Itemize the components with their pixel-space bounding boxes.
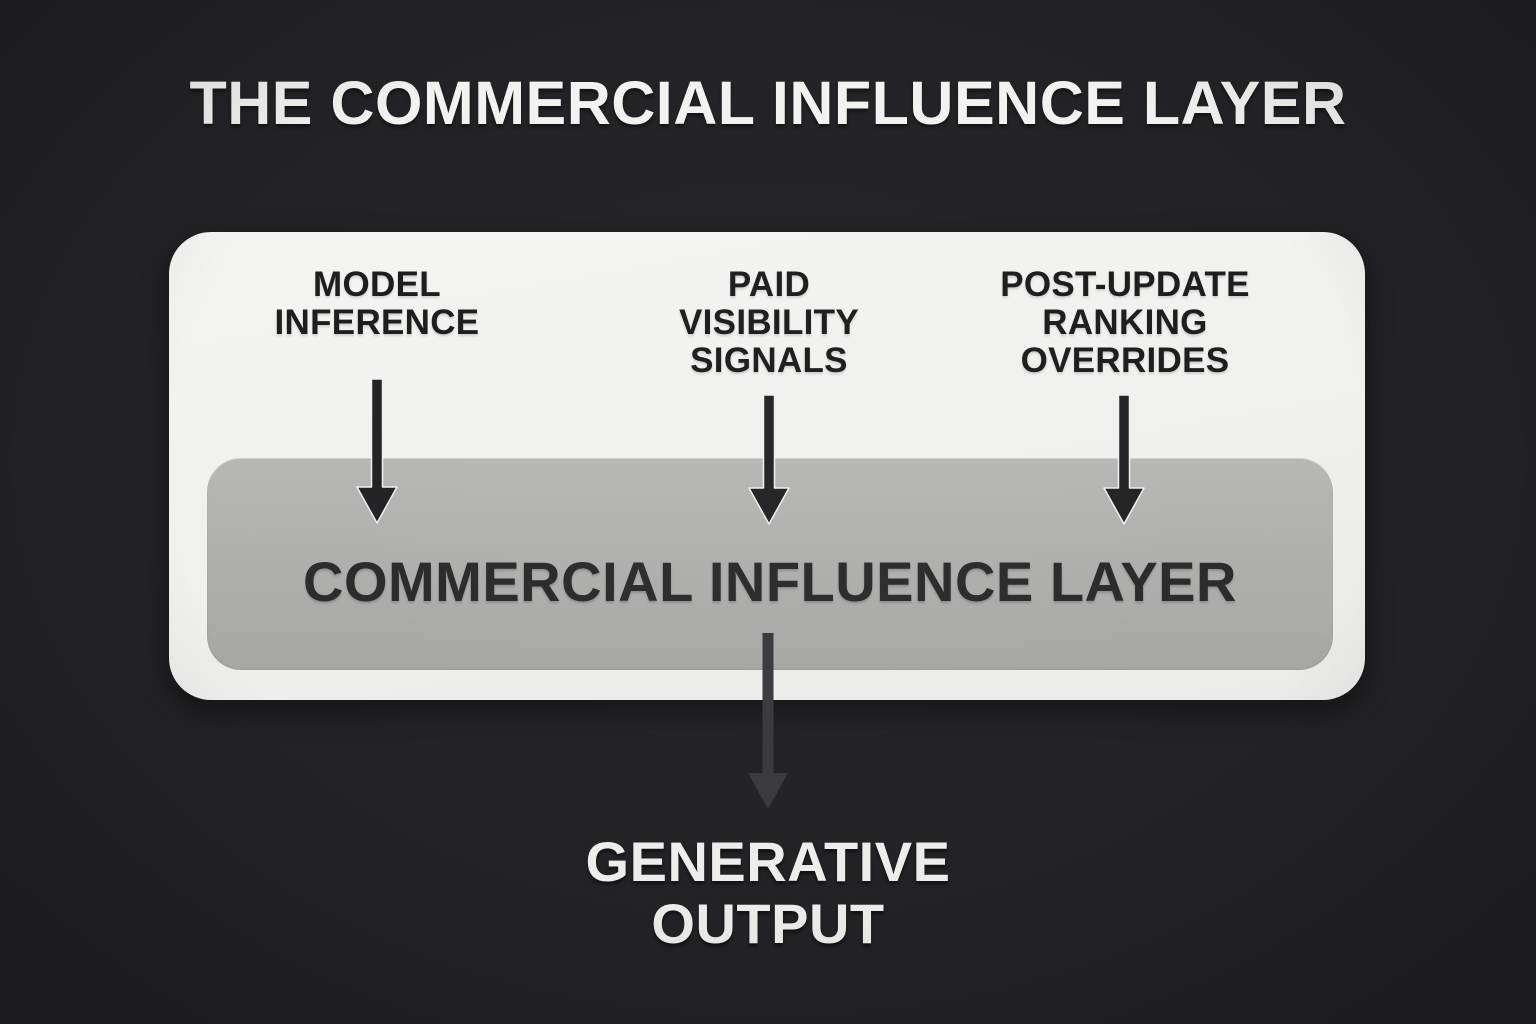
generative-output-label: GENERATIVE OUTPUT bbox=[0, 831, 1536, 955]
label-line: MODEL bbox=[313, 265, 441, 304]
label-line: POST-UPDATE bbox=[1000, 265, 1250, 304]
label-line: OUTPUT bbox=[651, 892, 885, 955]
label-line: OVERRIDES bbox=[1020, 341, 1230, 380]
input-label-paid-visibility-signals: PAID VISIBILITY SIGNALS bbox=[609, 266, 929, 380]
input-label-model-inference: MODEL INFERENCE bbox=[217, 266, 537, 342]
commercial-influence-layer-label: COMMERCIAL INFLUENCE LAYER bbox=[303, 550, 1237, 613]
arrow-down-icon bbox=[353, 378, 401, 524]
label-line: PAID bbox=[727, 265, 811, 304]
label-line: INFERENCE bbox=[274, 303, 480, 342]
label-line: SIGNALS bbox=[690, 341, 848, 380]
label-line: RANKING bbox=[1042, 303, 1208, 342]
arrow-down-icon bbox=[744, 633, 792, 809]
input-label-post-update-ranking-overrides: POST-UPDATE RANKING OVERRIDES bbox=[965, 266, 1285, 380]
arrow-down-icon bbox=[1100, 394, 1148, 525]
label-line: GENERATIVE bbox=[585, 830, 951, 893]
diagram-title: THE COMMERCIAL INFLUENCE LAYER bbox=[189, 69, 1347, 137]
label-line: VISIBILITY bbox=[679, 303, 859, 342]
arrow-down-icon bbox=[745, 394, 793, 525]
